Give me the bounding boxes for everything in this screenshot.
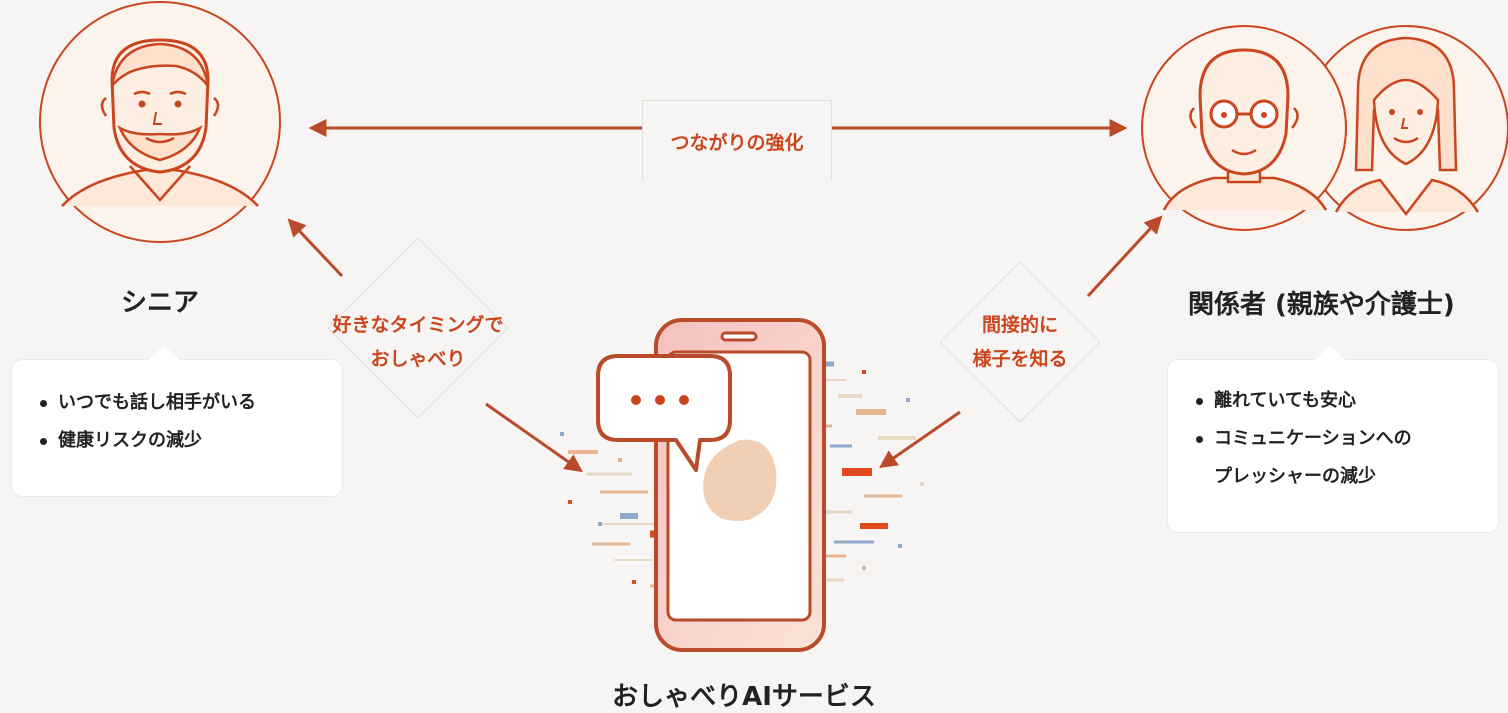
left-edge-arrow-down bbox=[485, 402, 583, 473]
top-edge-text: つながりの強化 bbox=[670, 131, 804, 154]
service-title: おしゃべりAIサービス bbox=[612, 682, 876, 712]
speech-bubble-icon bbox=[596, 354, 732, 472]
woman-icon bbox=[1303, 25, 1508, 231]
stakeholders-benefit-2: コミュニケーションへの プレッシャーの減少 bbox=[1192, 420, 1498, 496]
senior-benefit-2: 健康リスクの減少 bbox=[36, 422, 342, 460]
right-edge-arrow-up bbox=[1086, 215, 1163, 298]
stakeholders-benefit-2-line-1: コミュニケーションへの bbox=[1214, 428, 1412, 449]
right-edge-label: 間接的に 様子を知る bbox=[960, 308, 1080, 376]
right-edge-arrow-down bbox=[879, 410, 961, 469]
right-edge-line-1: 間接的に bbox=[981, 314, 1058, 336]
right-edge-line-2: 様子を知る bbox=[972, 348, 1068, 370]
left-edge-arrow-up bbox=[287, 218, 344, 278]
senior-title: シニア bbox=[120, 288, 199, 318]
senior-benefit-1: いつでも話し相手がいる bbox=[36, 384, 342, 422]
stakeholders-title: 関係者 (親族や介護士) bbox=[1188, 290, 1455, 320]
left-edge-label: 好きなタイミングで おしゃべり bbox=[318, 308, 518, 376]
right-edge-diamond bbox=[939, 261, 1101, 423]
left-edge-line-2: おしゃべり bbox=[370, 348, 466, 370]
stakeholders-benefit-2-line-2: プレッシャーの減少 bbox=[1214, 466, 1376, 487]
man-with-glasses-icon bbox=[1141, 25, 1347, 231]
top-edge-label: つながりの強化 bbox=[642, 100, 832, 181]
stakeholders-benefit-1: 離れていても安心 bbox=[1192, 382, 1498, 420]
left-edge-diamond bbox=[327, 237, 509, 419]
left-edge-line-1: 好きなタイミングで bbox=[332, 314, 504, 336]
senior-benefits-card: いつでも話し相手がいる 健康リスクの減少 bbox=[12, 345, 342, 496]
bearded-man-icon bbox=[39, 1, 281, 243]
stakeholders-benefits-card: 離れていても安心 コミュニケーションへの プレッシャーの減少 bbox=[1168, 345, 1498, 532]
